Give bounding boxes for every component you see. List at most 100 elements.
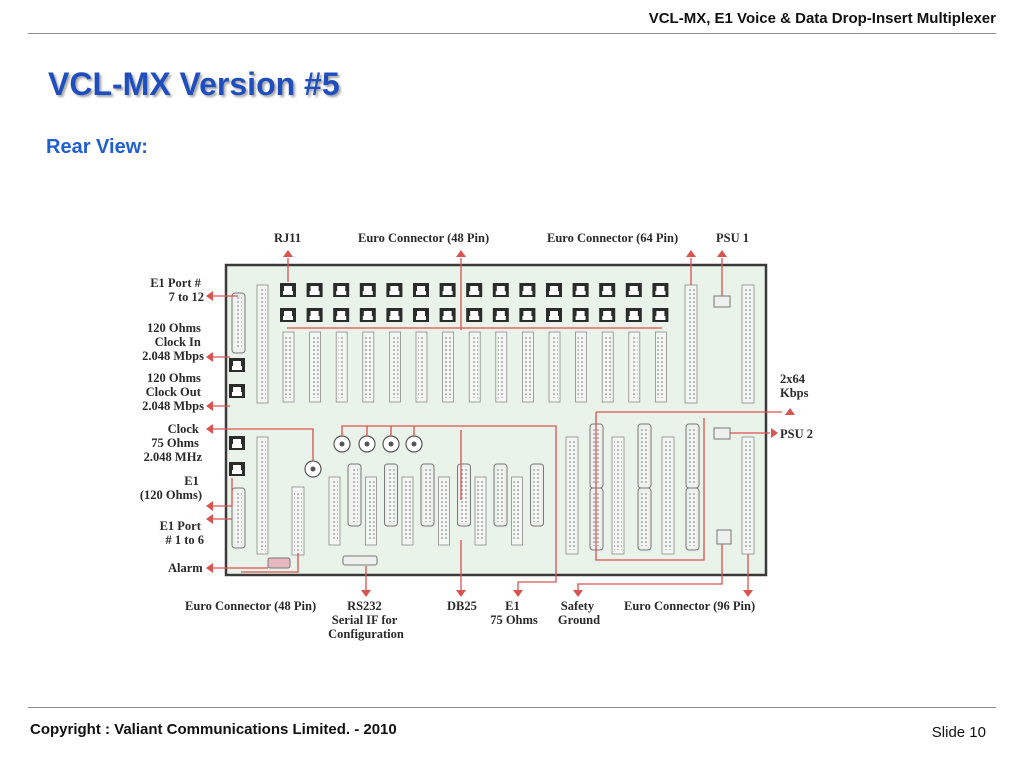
arrowhead — [771, 428, 778, 438]
leader-e1-120 — [212, 478, 233, 507]
rj11-port — [599, 283, 616, 297]
clock-out-jack — [229, 384, 245, 398]
rj11-port — [519, 308, 536, 322]
euro-connector-left-bottom-pins — [259, 441, 266, 550]
rj11-port — [386, 308, 403, 322]
euro-connector-48-pins — [338, 336, 346, 398]
rj11-port — [306, 283, 323, 297]
euro-connector-left-top-pins — [259, 289, 266, 399]
euro-connector-96-top-pins — [744, 289, 752, 399]
label-alarm: Alarm — [168, 561, 203, 575]
rj11-port — [546, 283, 562, 297]
slide-title: VCL-MX Version #5 — [48, 66, 340, 102]
arrowhead — [206, 563, 213, 573]
euro-connector-mid-pins — [614, 441, 622, 550]
rj11-port — [386, 283, 403, 297]
euro-connector-mid-pins — [568, 441, 576, 550]
label-euro-connector-64: Euro Connector (64 Pin) — [547, 231, 678, 245]
alarm-connector — [267, 557, 291, 569]
psu-2-connector — [713, 427, 731, 440]
arrowhead — [456, 590, 466, 597]
db25-connector-right-pins — [689, 492, 696, 546]
rj11-port — [333, 308, 350, 322]
rj11-port — [359, 308, 376, 322]
label-clock-out: 120 Ohms Clock Out 2.048 Mbps — [142, 371, 204, 413]
e1-port-7-12-connector-pins — [235, 297, 242, 349]
euro-connector-48-pins — [444, 336, 452, 398]
euro-connector-48-pins — [391, 336, 399, 398]
rj11-port — [280, 308, 296, 322]
rs232-connector — [342, 555, 378, 566]
euro-connector-48-bottom-pins — [294, 491, 302, 551]
db25-connector-pins — [387, 468, 395, 522]
arrowhead — [206, 424, 213, 434]
arrowhead — [361, 590, 371, 597]
slide-subtitle: Rear View: — [46, 136, 148, 158]
rj11-port — [466, 308, 483, 322]
footer-divider — [28, 707, 996, 708]
bnc-e1-75-pin — [339, 441, 345, 447]
rj11-port — [546, 308, 562, 322]
arrowhead — [686, 250, 696, 257]
db25-connector-right-pins — [689, 428, 696, 484]
bnc-e1-75-pin — [388, 441, 394, 447]
euro-connector-48-pins — [285, 336, 292, 398]
label-psu-1: PSU 1 — [716, 231, 749, 245]
arrowhead — [206, 501, 213, 511]
footer-copyright: Copyright : Valiant Communications Limit… — [30, 721, 397, 738]
board-components — [229, 283, 755, 569]
db25-connector-pins — [533, 468, 541, 522]
label-e1-port-1-6: E1 Port # 1 to 6 — [160, 519, 204, 547]
euro-connector-mid-pins — [331, 481, 338, 541]
label-euro-connector-48-top: Euro Connector (48 Pin) — [358, 231, 489, 245]
db25-connector-right-pins — [641, 428, 648, 484]
arrowhead — [513, 590, 523, 597]
arrowhead — [206, 352, 213, 362]
slide-number: Slide 10 — [931, 724, 986, 741]
rj11-port — [625, 283, 642, 297]
rj11-port — [333, 283, 350, 297]
bnc-e1-75-pin — [364, 441, 370, 447]
e1-port-1-6-connector-pins — [235, 492, 242, 544]
leader-lines — [206, 250, 795, 597]
db25-connector-pins — [460, 468, 468, 522]
euro-connector-48-pins — [497, 336, 505, 398]
arrowhead — [785, 408, 795, 415]
euro-connector-mid-pins — [513, 481, 521, 541]
header-title: VCL-MX, E1 Voice & Data Drop-Insert Mult… — [648, 10, 996, 27]
label-rs232: RS232 Serial IF for Configuration — [328, 599, 404, 641]
label-euro-connector-48-bottom: Euro Connector (48 Pin) — [185, 599, 316, 613]
rj11-port — [306, 308, 323, 322]
clock-75-jack — [229, 436, 245, 450]
rj11-port — [652, 308, 669, 322]
label-e1-75-ohms: E1 75 Ohms — [490, 599, 538, 627]
euro-connector-48-pins — [657, 336, 665, 398]
arrowhead — [206, 401, 213, 411]
euro-connector-mid-pins — [404, 481, 411, 541]
label-db25: DB25 — [447, 599, 477, 613]
euro-connector-48-pins — [577, 336, 585, 398]
rj11-port — [492, 308, 509, 322]
safety-ground-connector — [716, 529, 732, 545]
label-e1-port-7-12: E1 Port # 7 to 12 — [150, 276, 204, 304]
rj11-port — [439, 308, 456, 322]
euro-connector-48-pins — [551, 336, 558, 398]
rj11-port — [572, 283, 589, 297]
db25-connector-right-pins — [641, 492, 648, 546]
euro-connector-48-pins — [604, 336, 612, 398]
euro-connector-mid-pins — [664, 441, 672, 550]
rj11-port — [492, 283, 509, 297]
leader-2x64-loop — [595, 412, 705, 561]
rj11-port — [439, 283, 456, 297]
rj11-port — [280, 283, 296, 297]
euro-connector-48-pins — [364, 336, 372, 398]
euro-connector-mid-pins — [367, 481, 375, 541]
arrowhead — [206, 291, 213, 301]
label-e1-120-ohms: E1 (120 Ohms) — [140, 474, 202, 502]
label-euro-connector-96: Euro Connector (96 Pin) — [624, 599, 755, 613]
clock-in-jack — [229, 358, 245, 372]
rj11-port — [652, 283, 669, 297]
arrowhead — [206, 514, 213, 524]
euro-connector-64-pins — [687, 289, 695, 399]
leader-e1-75 — [341, 425, 557, 590]
